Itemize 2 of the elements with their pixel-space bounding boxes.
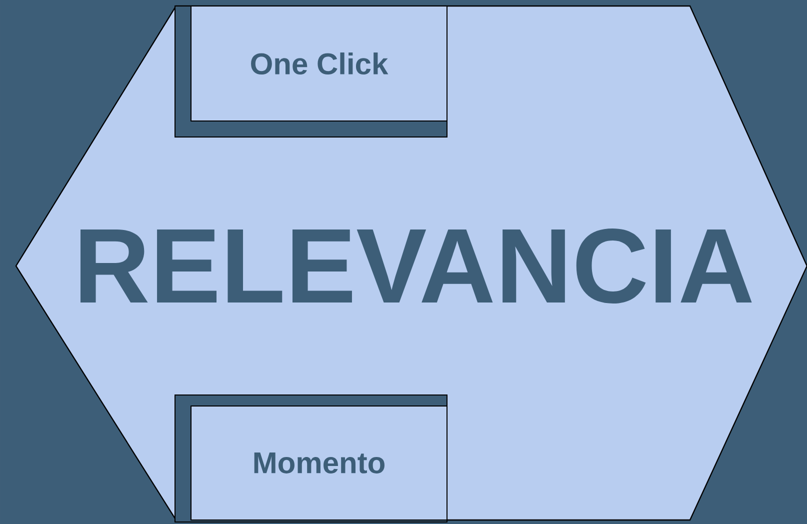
text-box: Momento: [174, 394, 448, 522]
text-box: One Click: [174, 6, 448, 138]
